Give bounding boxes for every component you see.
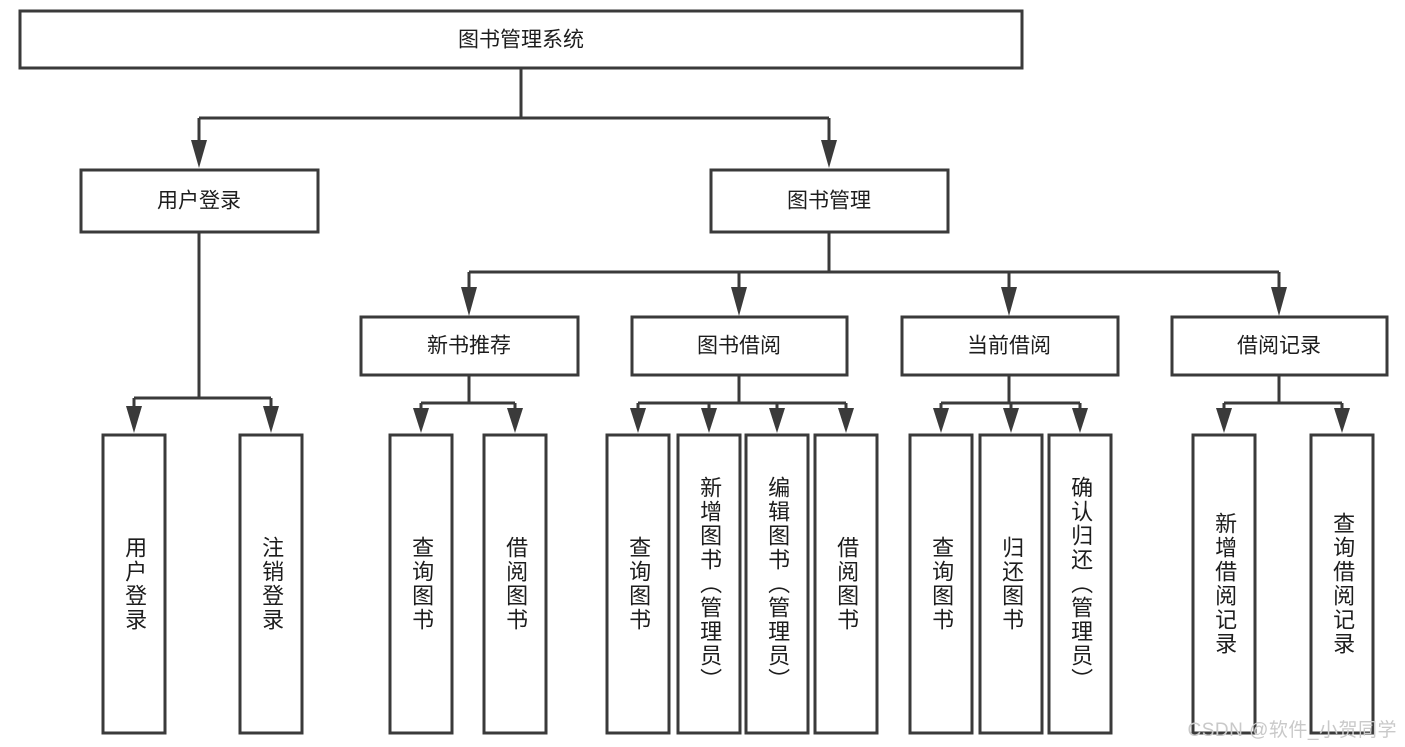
node-borrow-record-label: 借阅记录 <box>1237 335 1321 358</box>
node-book-borrow-label: 图书借阅 <box>697 335 781 358</box>
node-root-label: 图书管理系统 <box>458 29 584 52</box>
csdn-watermark: CSDN @软件_小贺同学 <box>1187 720 1397 741</box>
node-leaf-query-book-2[interactable] <box>605 433 671 735</box>
node-book-borrow-box[interactable] <box>630 315 849 377</box>
node-leaf-add-book[interactable] <box>676 433 742 735</box>
node-borrow-record-box[interactable] <box>1170 315 1389 377</box>
arrow-head-leaf-add-book <box>701 408 717 433</box>
arrow-head-leaf-add-record <box>1216 408 1232 433</box>
node-book-borrow[interactable]: 图书借阅 <box>630 315 849 377</box>
arrow-head-leaf-query-book-1 <box>413 408 429 433</box>
arrow-head-user-login <box>191 140 207 168</box>
node-current-borrow-label: 当前借阅 <box>967 335 1051 358</box>
node-leaf-user-login-box[interactable] <box>101 433 167 735</box>
node-leaf-borrow-book-1-box[interactable] <box>482 433 548 735</box>
arrow-head-leaf-edit-book <box>769 408 785 433</box>
arrow-head-leaf-borrow-book-2 <box>838 408 854 433</box>
arrow-head-book-manage <box>821 140 837 168</box>
node-user-login[interactable]: 用户登录 <box>79 168 320 234</box>
node-root-box[interactable] <box>18 9 1024 70</box>
node-leaf-return-book-box[interactable] <box>978 433 1044 735</box>
node-current-borrow[interactable]: 当前借阅 <box>900 315 1120 377</box>
node-leaf-user-logout-box[interactable] <box>238 433 304 735</box>
node-leaf-query-book-3-box[interactable] <box>908 433 974 735</box>
node-leaf-borrow-book-1[interactable] <box>482 433 548 735</box>
node-leaf-add-book-box[interactable] <box>676 433 742 735</box>
arrow-head-leaf-user-login <box>126 406 142 433</box>
node-new-book-recommend[interactable]: 新书推荐 <box>359 315 580 377</box>
node-book-manage-label: 图书管理 <box>787 190 871 213</box>
arrow-head-current-borrow <box>1001 287 1017 316</box>
node-user-login-box[interactable] <box>79 168 320 234</box>
node-book-manage-box[interactable] <box>709 168 950 234</box>
arrow-head-leaf-user-logout <box>263 406 279 433</box>
node-leaf-query-book-2-box[interactable] <box>605 433 671 735</box>
arrow-head-leaf-query-record <box>1334 408 1350 433</box>
connector-layer <box>126 68 1350 433</box>
arrow-head-leaf-query-book-3 <box>933 408 949 433</box>
arrow-head-book-borrow <box>731 287 747 316</box>
node-leaf-edit-book[interactable] <box>744 433 810 735</box>
node-leaf-user-logout[interactable] <box>238 433 304 735</box>
node-leaf-add-record[interactable] <box>1191 433 1257 735</box>
node-leaf-borrow-book-2[interactable] <box>813 433 879 735</box>
node-leaf-return-book[interactable] <box>978 433 1044 735</box>
arrow-head-borrow-record <box>1271 287 1287 316</box>
node-leaf-borrow-book-2-box[interactable] <box>813 433 879 735</box>
node-user-login-label: 用户登录 <box>157 190 241 213</box>
node-leaf-query-record[interactable] <box>1309 433 1375 735</box>
node-root[interactable]: 图书管理系统 <box>18 9 1024 70</box>
arrow-head-leaf-borrow-book-1 <box>507 408 523 433</box>
node-current-borrow-box[interactable] <box>900 315 1120 377</box>
arrow-head-leaf-confirm-return <box>1072 408 1088 433</box>
node-leaf-query-record-box[interactable] <box>1309 433 1375 735</box>
node-leaf-edit-book-box[interactable] <box>744 433 810 735</box>
arrow-head-leaf-query-book-2 <box>630 408 646 433</box>
node-leaf-confirm-return-box[interactable] <box>1047 433 1113 735</box>
node-borrow-record[interactable]: 借阅记录 <box>1170 315 1389 377</box>
node-leaf-user-login[interactable] <box>101 433 167 735</box>
node-leaf-add-record-box[interactable] <box>1191 433 1257 735</box>
arrow-head-leaf-return-book <box>1003 408 1019 433</box>
node-new-book-recommend-box[interactable] <box>359 315 580 377</box>
node-leaf-query-book-1-box[interactable] <box>388 433 454 735</box>
node-leaf-query-book-3[interactable] <box>908 433 974 735</box>
node-leaf-query-book-1[interactable] <box>388 433 454 735</box>
node-leaf-confirm-return[interactable] <box>1047 433 1113 735</box>
node-new-book-recommend-label: 新书推荐 <box>427 335 511 358</box>
node-book-manage[interactable]: 图书管理 <box>709 168 950 234</box>
arrow-head-new-book-recommend <box>461 287 477 316</box>
